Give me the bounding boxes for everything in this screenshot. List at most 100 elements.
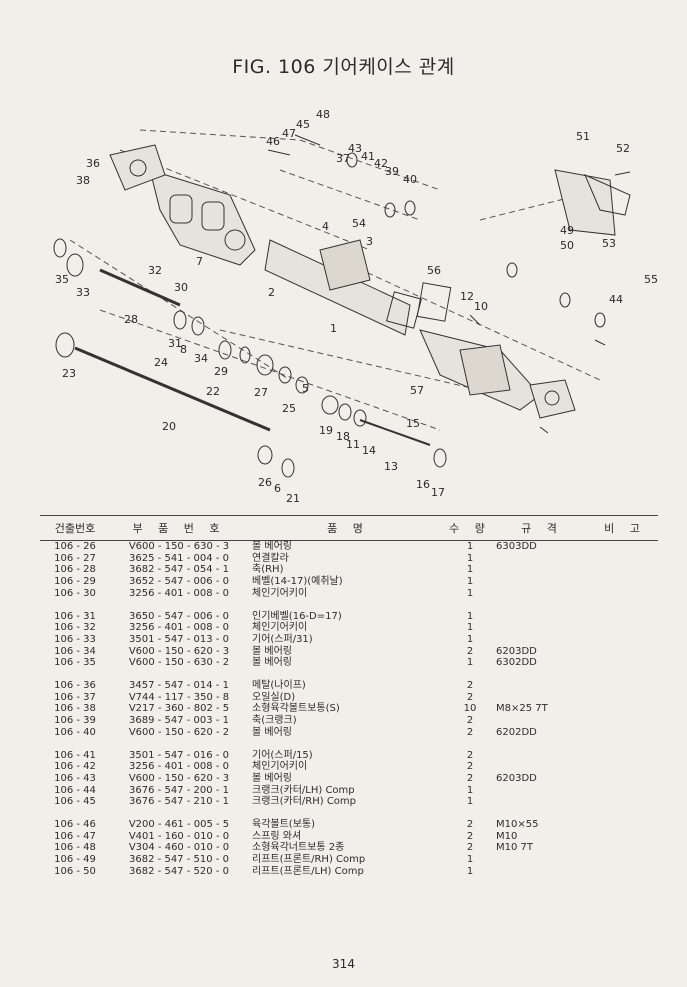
- table-cell: [592, 842, 658, 854]
- callout-number: 52: [616, 142, 630, 155]
- table-cell: 3682 - 547 - 510 - 0: [129, 854, 229, 866]
- table-cell: [592, 541, 658, 553]
- callout-number: 38: [76, 174, 90, 187]
- callout-number: 34: [194, 352, 208, 365]
- table-cell: 106 - 42: [54, 761, 96, 773]
- table-cell: 볼 베어링: [252, 541, 292, 552]
- callout-number: 2: [268, 286, 275, 299]
- table-gap-row: [40, 808, 658, 819]
- table-cell: V600 - 150 - 620 - 3: [128, 645, 230, 657]
- table-cell: 3682 - 547 - 054 - 1: [129, 564, 229, 576]
- table-cell: 기어(스퍼/15): [252, 749, 313, 761]
- table-cell: 106 - 39: [54, 715, 96, 727]
- table-cell: [492, 622, 592, 634]
- callout-number: 4: [322, 220, 329, 233]
- callout-number: 31: [168, 337, 182, 350]
- table-cell: [592, 634, 658, 646]
- table-cell: 3682 - 547 - 520 - 0: [129, 865, 229, 877]
- table-cell: 3625 - 541 - 004 - 0: [129, 552, 229, 564]
- table-header-row: 건출번호 부 품 번 호 품 명 수 량 규 격 비 고: [40, 515, 658, 541]
- table-cell: 소형육각너트보통 2종: [252, 842, 345, 854]
- table-cell: [592, 692, 658, 704]
- table-cell: V200 - 461 - 005 - 5: [128, 819, 230, 831]
- table-cell: M10: [496, 830, 518, 842]
- col-header: 비 고: [592, 515, 658, 541]
- table-cell: 체인기어키이: [252, 761, 308, 773]
- table-cell: 2: [466, 645, 474, 657]
- table-cell: 6203DD: [496, 645, 537, 657]
- page-number: 314: [332, 957, 355, 971]
- callout-number: 33: [76, 286, 90, 299]
- table-cell: V217 - 360 - 802 - 5: [128, 703, 230, 715]
- table-cell: [492, 866, 592, 878]
- table-cell: 2: [466, 749, 474, 761]
- col-header: 규 격: [492, 515, 592, 541]
- callout-number: 39: [385, 165, 399, 178]
- callout-number: 23: [62, 367, 76, 380]
- table-cell: 106 - 37: [54, 691, 96, 703]
- table-cell: 106 - 38: [54, 703, 96, 715]
- table-cell: 리프트(프론트/RH) Comp: [252, 854, 366, 866]
- table-cell: [592, 588, 658, 600]
- callout-number: 8: [180, 343, 187, 356]
- table-cell: [592, 646, 658, 658]
- table-cell: V401 - 160 - 010 - 0: [128, 830, 230, 842]
- table-cell: 1: [466, 865, 474, 877]
- table-cell: [592, 727, 658, 739]
- table-cell: 106 - 29: [54, 576, 96, 588]
- table-cell: [492, 588, 592, 600]
- table-cell: 2: [466, 772, 474, 784]
- table-cell: [592, 553, 658, 565]
- table-cell: 2: [466, 819, 474, 831]
- table-cell: 축(RH): [252, 564, 284, 576]
- table-cell: 1: [466, 657, 474, 669]
- table-cell: [592, 703, 658, 715]
- table-cell: 볼 베어링: [252, 657, 292, 669]
- callout-number: 21: [286, 492, 300, 505]
- callout-number: 7: [196, 255, 203, 268]
- table-cell: 체인기어키이: [252, 587, 308, 599]
- callout-number: 11: [346, 438, 360, 451]
- callout-number: 28: [124, 313, 138, 326]
- table-cell: 106 - 41: [54, 749, 96, 761]
- table-cell: [492, 680, 592, 692]
- table-cell: 106 - 26: [54, 541, 96, 552]
- callout-number: 3: [366, 235, 373, 248]
- table-cell: [592, 785, 658, 797]
- table-cell: 인기베벨(16-D=17): [252, 610, 342, 622]
- table-cell: 1: [466, 796, 474, 808]
- table-cell: 1: [466, 854, 474, 866]
- table-cell: 106 - 46: [54, 819, 96, 831]
- col-header: 수 량: [448, 515, 492, 541]
- table-cell: 1: [466, 587, 474, 599]
- table-cell: [492, 750, 592, 762]
- table-cell: 3256 - 401 - 008 - 0: [129, 622, 229, 634]
- table-cell: 6303DD: [496, 541, 537, 552]
- table-cell: 베벨(14-17)(예취날): [252, 576, 343, 588]
- callout-number: 45: [296, 118, 310, 131]
- table-cell: 106 - 28: [54, 564, 96, 576]
- table-cell: 크랭크(카터/RH) Comp: [252, 796, 357, 808]
- table-cell: 1: [466, 610, 474, 622]
- table-cell: 106 - 40: [54, 726, 96, 738]
- table-cell: 기어(스퍼/31): [252, 633, 313, 645]
- table-cell: 2: [466, 761, 474, 773]
- table-cell: 6203DD: [496, 772, 537, 784]
- callout-number: 43: [348, 142, 362, 155]
- callout-number: 24: [154, 356, 168, 369]
- table-cell: 106 - 32: [54, 622, 96, 634]
- table-cell: V600 - 150 - 620 - 2: [128, 726, 230, 738]
- callout-number: 50: [560, 239, 574, 252]
- table-cell: 볼 베어링: [252, 645, 292, 657]
- table-cell: [492, 576, 592, 588]
